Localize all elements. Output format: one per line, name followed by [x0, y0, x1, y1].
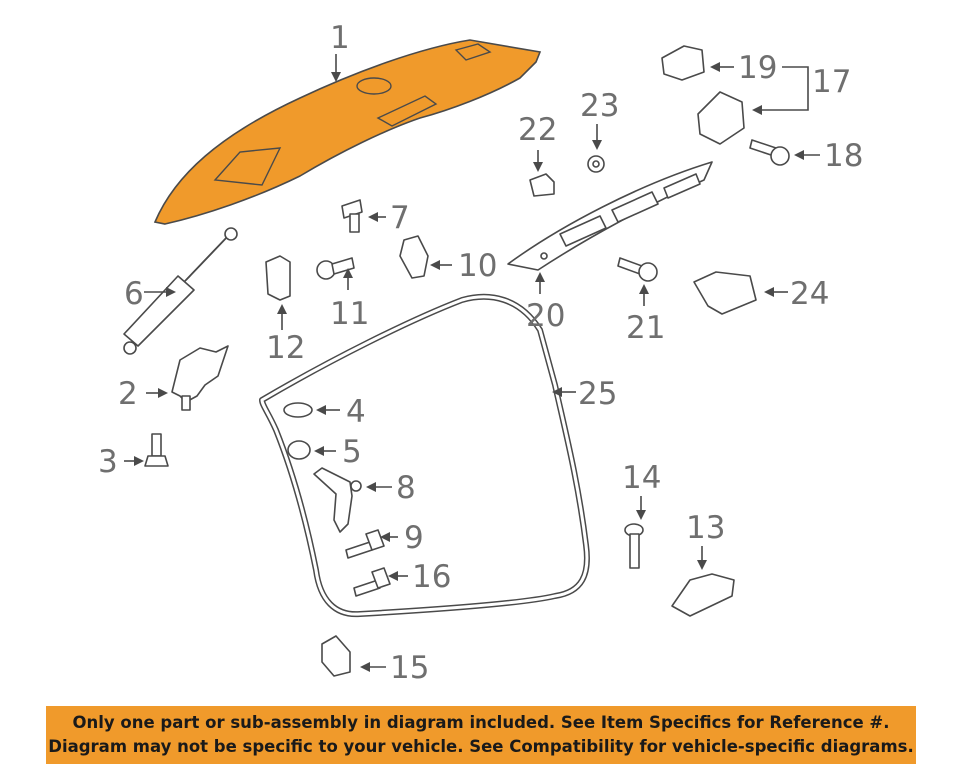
part-8-fastener [350, 480, 362, 492]
callout-1: 1 [330, 20, 350, 56]
callout-3: 3 [98, 444, 118, 480]
callout-13: 13 [686, 510, 725, 546]
hinge-stud [181, 395, 191, 411]
part-18-bolt [749, 139, 790, 166]
callout-14: 14 [622, 460, 661, 496]
part-4-washer [283, 402, 313, 418]
part-9-bolt [345, 529, 385, 559]
part-16-bolt [353, 567, 391, 597]
callout-6: 6 [124, 276, 144, 312]
callout-22: 22 [518, 112, 557, 148]
leader-lines [124, 54, 820, 672]
callout-23: 23 [580, 88, 619, 124]
callout-7: 7 [390, 200, 410, 236]
callout-17: 17 [812, 64, 851, 100]
part-8-bracket [313, 467, 353, 533]
trim-panel-pocket [213, 147, 282, 186]
trim-panel-slot [376, 95, 438, 127]
strut-end-bottom [123, 341, 137, 355]
callout-24: 24 [790, 276, 829, 312]
part-12-bracket [265, 255, 291, 301]
part-21-bolt [617, 257, 658, 282]
callout-8: 8 [396, 470, 416, 506]
callout-16: 16 [412, 559, 451, 595]
part-10-bracket [399, 235, 429, 279]
part-24-switch [693, 271, 757, 315]
part-22-clip [529, 173, 555, 197]
part-13-striker [671, 573, 735, 617]
part-17-latch [697, 91, 745, 145]
disclaimer-line-1: Only one part or sub-assembly in diagram… [72, 713, 890, 732]
bolt-shank [151, 433, 162, 457]
trim-panel-hole [356, 77, 392, 95]
part-3-bolt [144, 433, 169, 467]
callout-10: 10 [458, 248, 497, 284]
callout-11: 11 [330, 296, 369, 332]
callout-18: 18 [824, 138, 863, 174]
strut-cylinder [123, 275, 195, 347]
callout-9: 9 [404, 520, 424, 556]
callout-20: 20 [526, 298, 565, 334]
part-7-stud [341, 199, 363, 233]
callout-5: 5 [342, 434, 362, 470]
part-2-hinge [171, 345, 229, 403]
part-19-bracket [661, 45, 705, 81]
callout-15: 15 [390, 650, 429, 686]
callout-25: 25 [578, 376, 617, 412]
part-6-lift-support [123, 227, 238, 355]
part-11-bolt [316, 257, 355, 280]
strut-end-top [224, 227, 238, 241]
part-23-nut-hole [592, 160, 600, 168]
part-20-handle-garnish [507, 161, 713, 271]
callout-21: 21 [626, 310, 665, 346]
callout-2: 2 [118, 376, 138, 412]
part-15-block [321, 635, 351, 677]
trim-panel-tab [454, 43, 492, 61]
strut-rod-line [185, 235, 229, 281]
callout-19: 19 [738, 50, 777, 86]
disclaimer-banner: Only one part or sub-assembly in diagram… [46, 706, 916, 764]
callout-12: 12 [266, 330, 305, 366]
callout-labels: 1 6 2 3 7 11 12 10 4 5 8 9 16 15 25 22 2… [98, 20, 863, 686]
disclaimer-line-2: Diagram may not be specific to your vehi… [48, 737, 914, 756]
part-1-trim-panel [153, 39, 542, 225]
callout-4: 4 [346, 394, 366, 430]
trim-panel-shape [153, 39, 542, 225]
bolt-head [144, 455, 169, 467]
part-25-weatherstrip-inner [260, 295, 589, 616]
part-5-nut [287, 440, 311, 460]
part-14-bumper [624, 523, 644, 569]
